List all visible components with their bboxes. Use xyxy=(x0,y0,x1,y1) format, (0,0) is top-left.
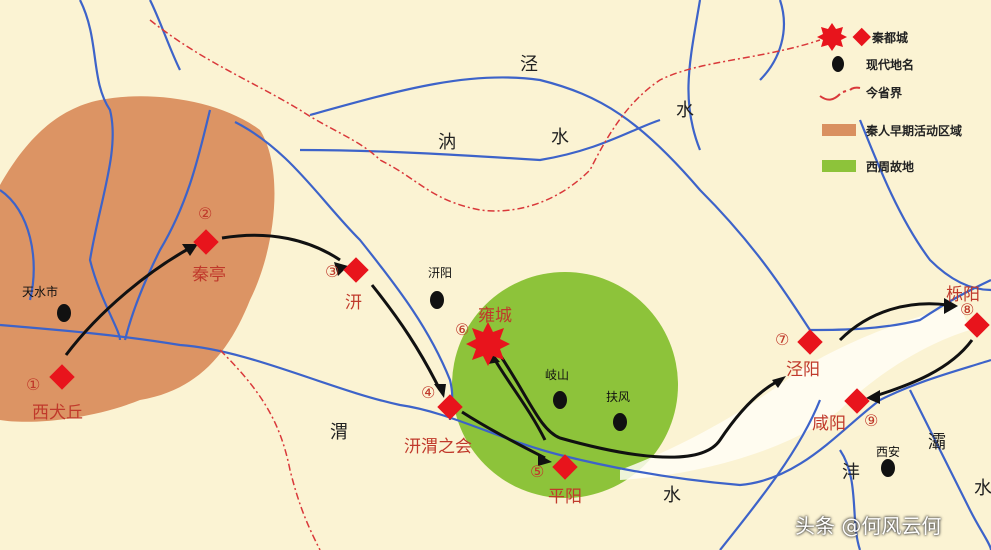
western-zhou-region xyxy=(452,272,678,498)
qianyang-dot xyxy=(430,291,444,309)
legend-label-early-qin: 秦人早期活动区域 xyxy=(866,124,963,138)
arrow-heads xyxy=(182,244,958,466)
xian-dot xyxy=(881,459,895,477)
capital-3-name: 汧 xyxy=(345,293,362,313)
early-qin-region xyxy=(0,96,275,422)
arrow-6-7 xyxy=(498,354,781,459)
qianyang-label: 汧阳 xyxy=(428,266,453,280)
capital-1-name: 西犬丘 xyxy=(32,403,83,423)
watermark: 头条 @何风云何 xyxy=(795,514,942,538)
modern-place-dots xyxy=(57,291,895,477)
legend-dot-icon xyxy=(832,56,844,72)
arrow-4-5 xyxy=(461,410,546,460)
capital-7-diamond xyxy=(797,329,823,355)
capital-2-num: ② xyxy=(198,204,213,223)
capital-7-num: ⑦ xyxy=(775,330,790,349)
capital-5-name: 平阳 xyxy=(548,487,582,507)
capital-3-diamond xyxy=(343,257,369,283)
wei-river xyxy=(0,323,991,487)
fufeng-label: 扶风 xyxy=(606,390,631,404)
arrow-5-6 xyxy=(493,359,547,441)
capital-4-name: 汧渭之会 xyxy=(404,437,472,457)
river-label-rui-shui: 水 xyxy=(551,127,569,148)
capital-6-name: 雍城 xyxy=(478,306,512,326)
river-label-ba: 灞 xyxy=(928,432,946,453)
legend-symbols xyxy=(817,23,871,172)
capital-9-name: 咸阳 xyxy=(812,414,846,434)
capital-4-diamond xyxy=(437,394,463,420)
capital-8-num: ⑧ xyxy=(960,300,975,319)
arrow-1-2 xyxy=(64,246,191,356)
legend-label-modern: 现代地名 xyxy=(866,58,915,72)
legend-western-zhou-swatch xyxy=(822,160,856,172)
legend-diamond-icon xyxy=(852,27,871,47)
legend-label-capital: 秦都城 xyxy=(872,31,909,45)
river-label-wei-shui: 水 xyxy=(663,485,681,506)
river-label-jing-shui: 水 xyxy=(676,100,694,121)
capital-7-name: 泾阳 xyxy=(786,360,820,380)
qishan-dot xyxy=(553,391,567,409)
capital-4-num: ④ xyxy=(421,383,436,402)
capital-9-num: ⑨ xyxy=(864,411,879,430)
river-label-feng: 沣 xyxy=(842,462,860,483)
legend-label-western-zhou: 西周故地 xyxy=(866,160,915,174)
river-label-ba-shui: 水 xyxy=(974,478,991,499)
legend-star-icon xyxy=(817,23,847,51)
river-label-rui: 汭 xyxy=(438,132,456,153)
qishan-label: 岐山 xyxy=(545,368,570,382)
capital-5-diamond xyxy=(552,454,578,480)
river-label-wei: 渭 xyxy=(330,422,348,443)
legend-label-boundary: 今省界 xyxy=(866,86,903,100)
rui-river xyxy=(299,118,661,162)
capital-1-num: ① xyxy=(26,375,41,394)
migration-arrows xyxy=(64,233,974,460)
arrow-3-4 xyxy=(370,284,442,391)
capital-3-num: ③ xyxy=(325,262,340,281)
river-label-jing: 泾 xyxy=(520,54,538,75)
legend-early-qin-swatch xyxy=(822,124,856,136)
qian-river xyxy=(234,121,454,421)
jing-river xyxy=(309,76,991,332)
xian-label: 西安 xyxy=(876,445,901,459)
capital-8-diamond xyxy=(964,312,990,338)
capital-5-num: ⑤ xyxy=(530,462,545,481)
capital-2-name: 秦亭 xyxy=(192,265,226,285)
capital-6-num: ⑥ xyxy=(455,320,470,339)
province-boundary xyxy=(149,19,821,550)
capital-8-name: 栎阳 xyxy=(946,285,980,305)
arrow-8-9 xyxy=(874,339,974,398)
wei-valley-highlight xyxy=(620,305,970,480)
arrow-2-3 xyxy=(221,233,341,262)
legend-boundary-icon xyxy=(819,86,861,101)
capital-6-star xyxy=(466,322,510,366)
arrow-7-8 xyxy=(838,302,949,342)
capital-9-diamond xyxy=(844,388,870,414)
capital-1-diamond xyxy=(49,364,75,390)
fufeng-dot xyxy=(613,413,627,431)
tianshui-dot xyxy=(57,304,71,322)
tianshui-label: 天水市 xyxy=(22,285,59,299)
